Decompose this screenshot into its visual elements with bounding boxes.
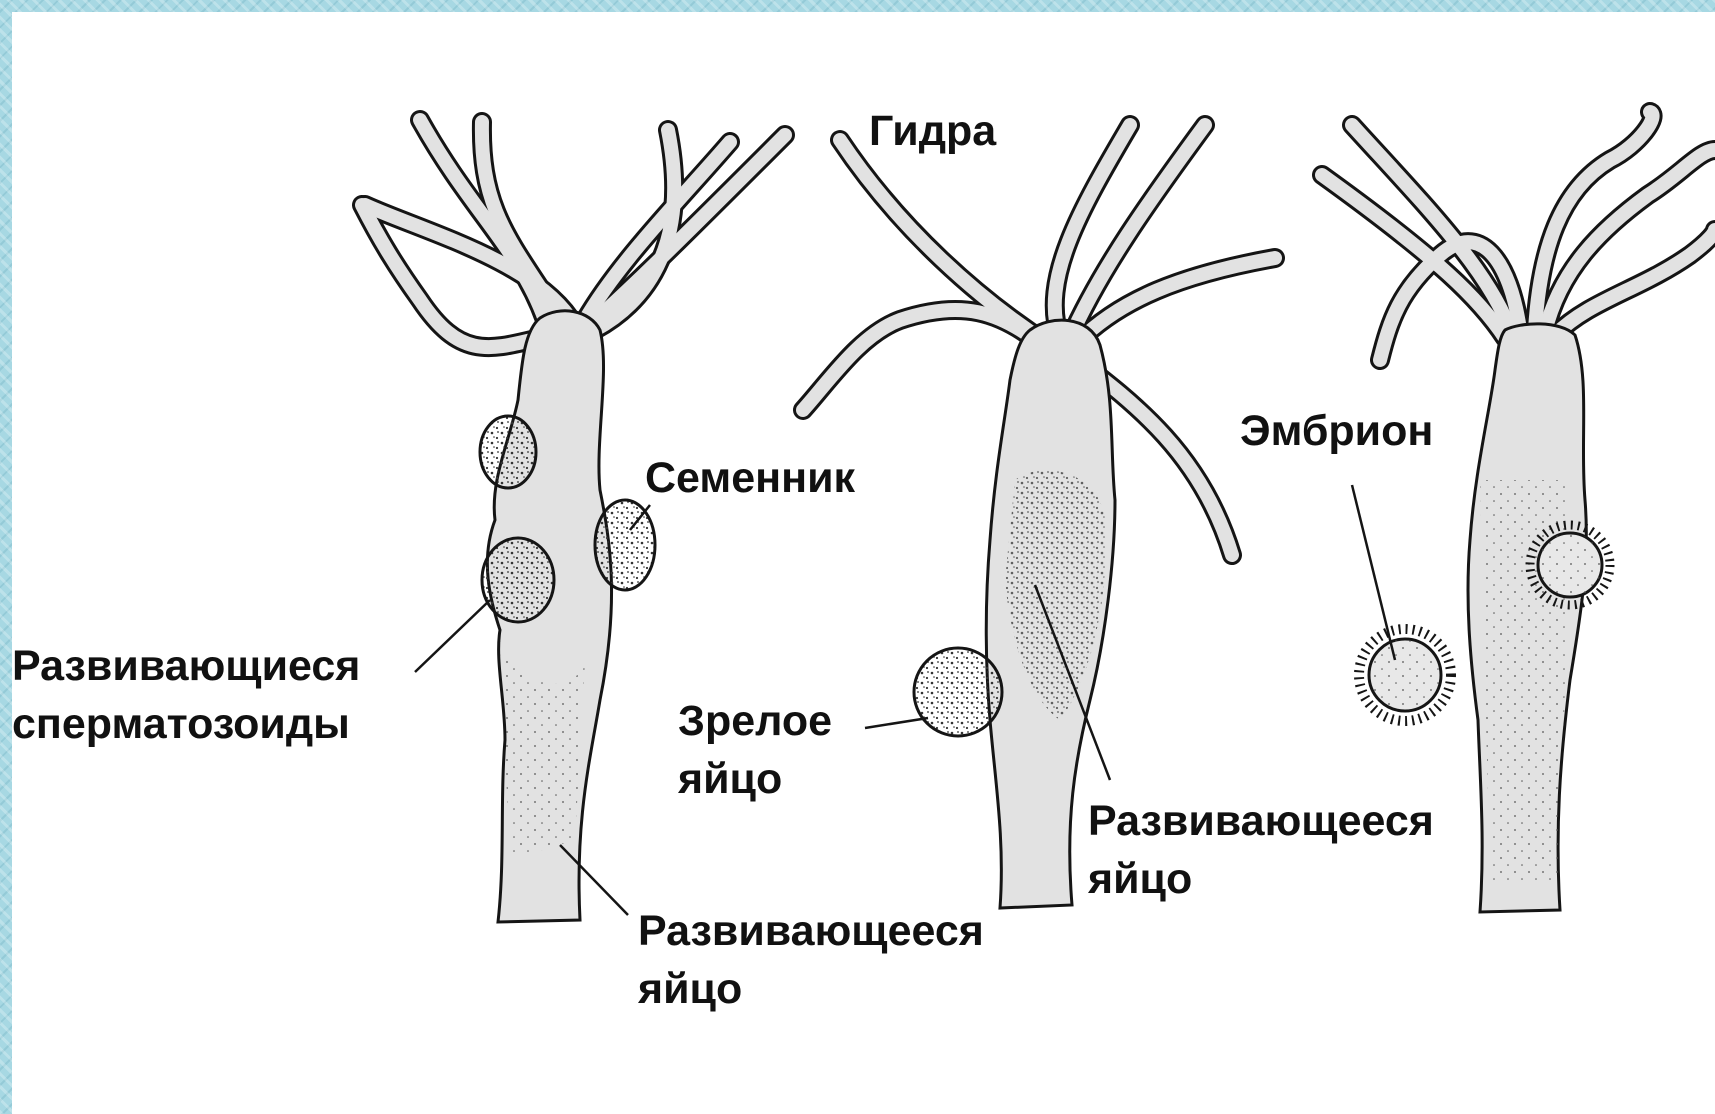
label-testis: Семенник [645,454,856,502]
label-egg-left-line2: яйцо [637,965,742,1013]
hydra-middle [803,125,1275,908]
spermary-lower [482,538,554,622]
testis-right [595,500,655,590]
label-hydra: Гидра [869,107,997,155]
label-sperm-line2: сперматозоиды [12,700,350,748]
label-mature-line2: яйцо [677,755,782,803]
tentacles-right [1322,112,1715,360]
label-embryo: Эмбрион [1240,407,1433,455]
label-sperm-line1: Развивающиеся [12,642,360,690]
labels: Гидра Семенник Эмбрион Развивающиеся спе… [12,107,1434,1013]
hydra-right [1322,112,1715,912]
label-egg-mid-line2: яйцо [1087,855,1192,903]
label-egg-left-line1: Развивающееся [638,907,984,955]
label-mature-line1: Зрелое [678,697,832,745]
mature-egg [914,648,1002,736]
spermary-upper [480,416,536,488]
label-egg-mid-line1: Развивающееся [1088,797,1434,845]
embryo-lower [1359,629,1451,721]
